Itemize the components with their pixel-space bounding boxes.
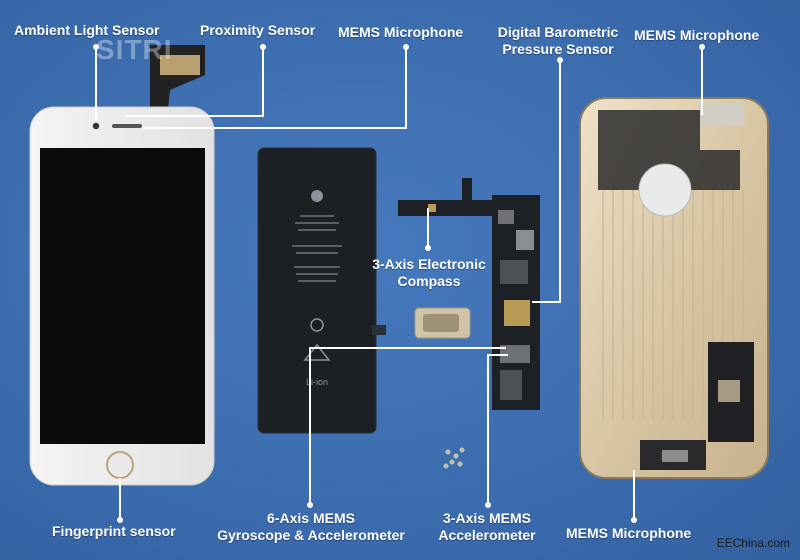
leader-endpoints xyxy=(93,44,705,523)
label-mems-microphone-bottom: MEMS Microphone xyxy=(566,525,692,541)
label-accel-line1: 3-Axis MEMS xyxy=(443,510,531,526)
logic-board xyxy=(398,178,540,410)
front-camera xyxy=(92,122,100,130)
rear-housing xyxy=(579,97,769,479)
label-accel-line2: Accelerometer xyxy=(438,527,536,543)
label-mems-microphone-right: MEMS Microphone xyxy=(634,27,760,43)
earpiece xyxy=(112,124,142,128)
label-barometric-line2: Pressure Sensor xyxy=(502,41,614,57)
label-compass-line2: Compass xyxy=(397,273,461,289)
leader-barometric xyxy=(532,60,561,303)
sim-tray xyxy=(414,307,471,339)
leader-mic-top xyxy=(143,47,407,129)
screws xyxy=(443,447,465,469)
display-screen xyxy=(40,148,205,444)
leader-gyro xyxy=(309,347,506,505)
front-display-assembly xyxy=(29,45,215,486)
label-gyro-line2: Gyroscope & Accelerometer xyxy=(217,527,405,543)
source-credit: EEChina.com xyxy=(716,536,790,550)
leader-proximity xyxy=(125,47,264,117)
label-6-axis-mems-gyroscope: 6-Axis MEMS Gyroscope & Accelerometer xyxy=(206,510,416,544)
label-barometric-line1: Digital Barometric xyxy=(497,24,619,40)
label-ambient-light-sensor: Ambient Light Sensor xyxy=(14,22,160,38)
battery: Li-ion xyxy=(257,147,386,434)
svg-text:Li-ion: Li-ion xyxy=(306,377,328,387)
sitri-watermark: SITRI xyxy=(96,34,173,65)
label-fingerprint-sensor: Fingerprint sensor xyxy=(52,523,176,539)
leader-lines xyxy=(95,47,703,520)
leader-accel xyxy=(487,354,508,505)
label-compass-line1: 3-Axis Electronic xyxy=(372,256,486,272)
label-proximity-sensor: Proximity Sensor xyxy=(200,22,316,38)
label-3-axis-electronic-compass: 3-Axis Electronic Compass xyxy=(364,256,494,290)
label-gyro-line1: 6-Axis MEMS xyxy=(267,510,355,526)
label-mems-microphone-top: MEMS Microphone xyxy=(338,24,464,40)
label-3-axis-mems-accelerometer: 3-Axis MEMS Accelerometer xyxy=(432,510,542,544)
label-digital-barometric-pressure-sensor: Digital Barometric Pressure Sensor xyxy=(492,24,624,58)
home-button xyxy=(106,451,134,479)
